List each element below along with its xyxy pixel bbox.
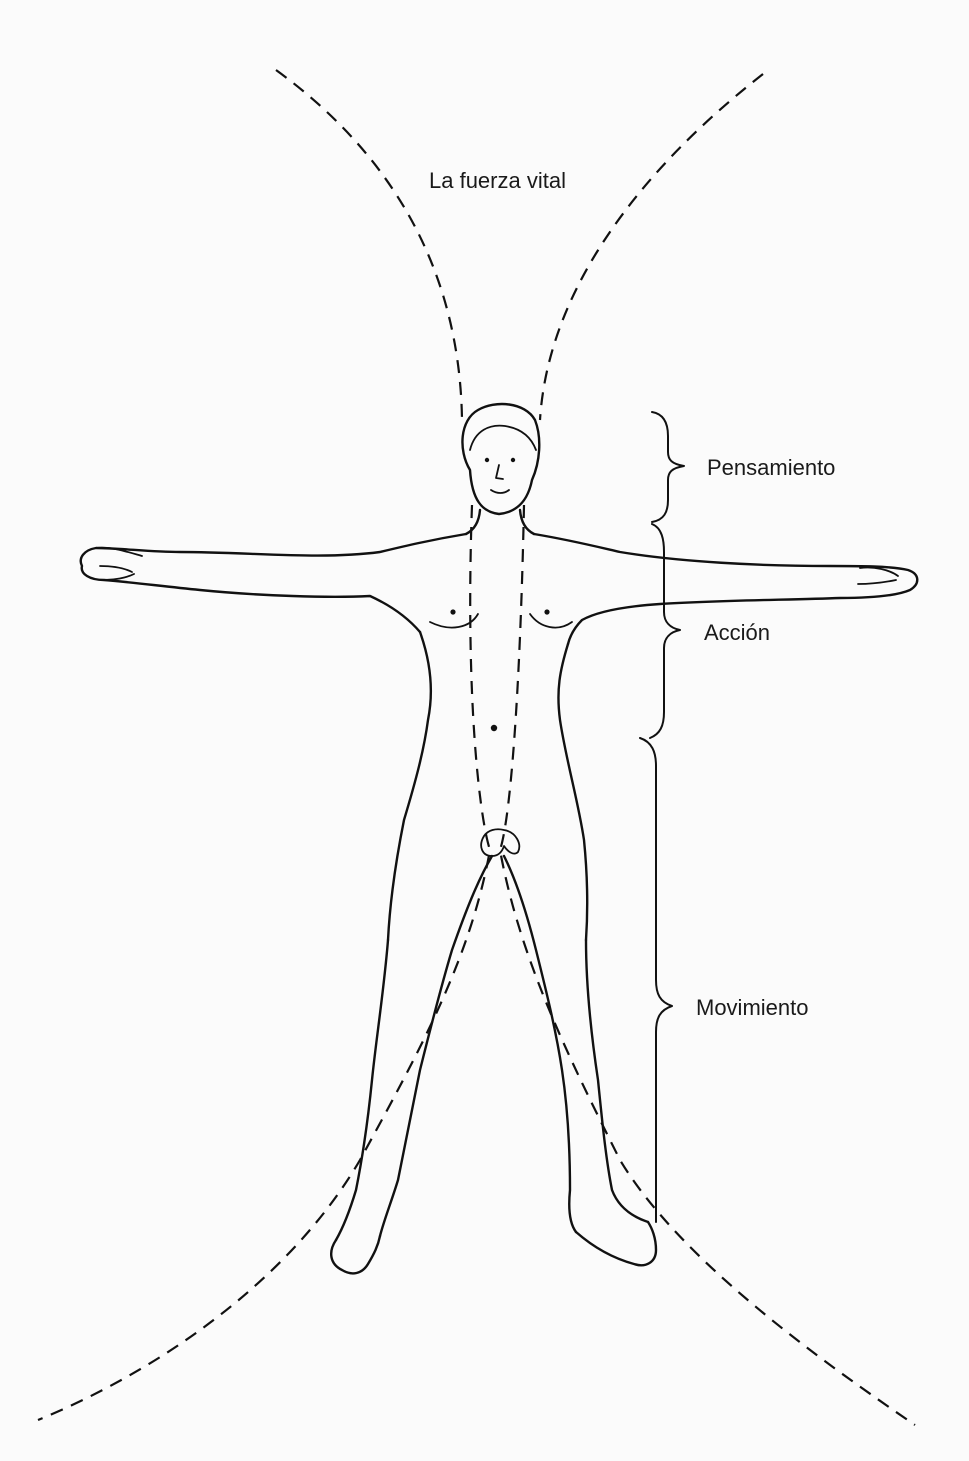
figure-navel [491,725,497,731]
life-force-curve-upper-right [540,74,763,420]
human-figure [81,404,918,1273]
figure-hand-left [96,548,142,580]
figure-head [462,404,539,514]
figure-neck-right [520,510,534,534]
figure-torso-left [388,632,431,940]
figure-chest-right [530,614,572,628]
figure-hand-right [858,567,898,584]
figure-nipple-left [450,609,455,614]
figure-hair [470,426,536,450]
figure-nipple-right [544,609,549,614]
label-life-force: La fuerza vital [429,170,566,192]
figure-leg-left-outer [336,940,388,1240]
figure-eye-right [511,458,515,462]
label-movement: Movimiento [696,997,808,1019]
figure-nose [496,465,503,479]
brace-movement [640,738,672,1222]
life-force-curve-upper-left [276,70,462,420]
figure-foot-left [331,1236,380,1273]
label-thought: Pensamiento [707,457,835,479]
figure-torso-right [558,644,587,940]
label-action: Acción [704,622,770,644]
section-brackets [640,412,684,1222]
figure-eye-left [485,458,489,462]
figure-mouth [491,490,509,493]
figure-foot-right [576,1222,656,1265]
figure-arm-left-upper [81,534,466,632]
figure-leg-right-outer [586,940,648,1222]
figure-neck-left [466,510,480,534]
brace-thought [652,412,684,522]
figure-leg-left-inner [380,856,492,1236]
life-force-curves [38,70,915,1425]
